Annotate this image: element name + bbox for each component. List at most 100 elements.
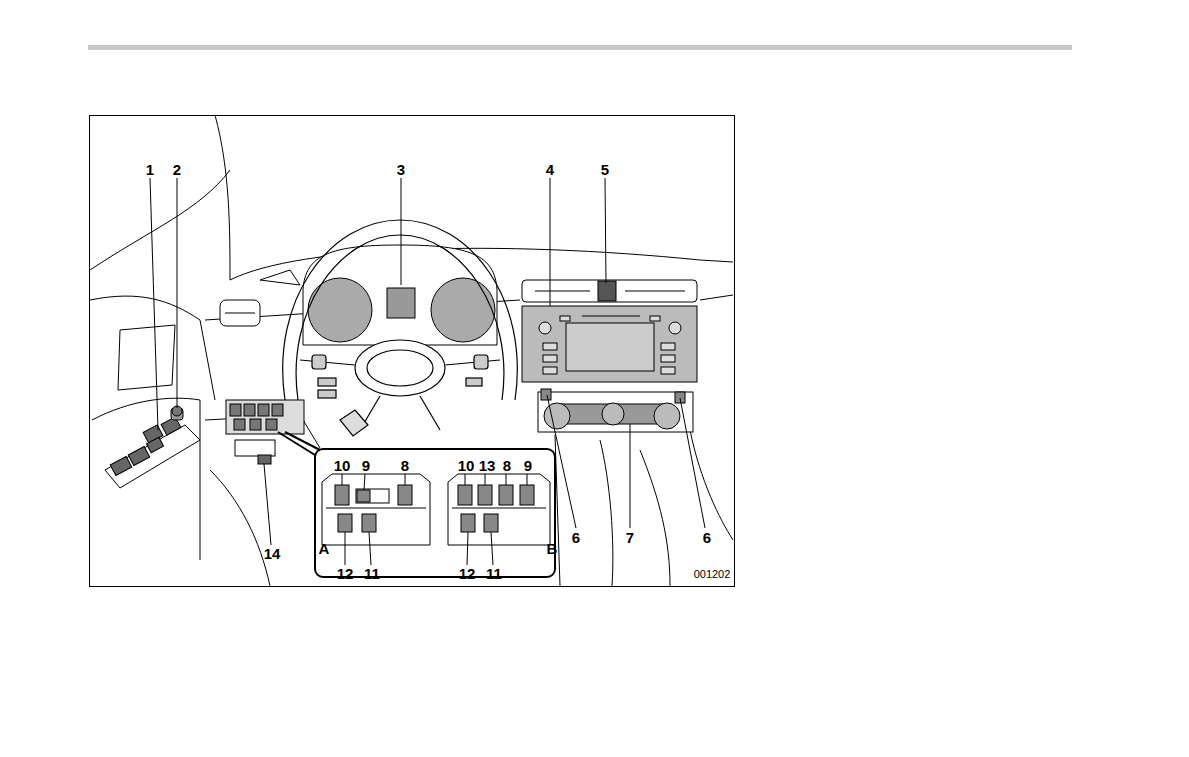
door-window-switches <box>146 437 163 452</box>
callout-number: 5 <box>601 162 609 177</box>
cabin-outline <box>640 450 670 586</box>
inset-switch <box>356 489 389 503</box>
lower-switch-panel <box>230 404 241 416</box>
inset-switch <box>357 490 370 502</box>
cabin-outline <box>118 325 175 390</box>
switch-inset <box>278 432 555 577</box>
leader-line <box>405 474 406 485</box>
callout-number: 4 <box>546 162 554 177</box>
callout-number: 8 <box>401 458 409 473</box>
inset-switch <box>398 485 412 505</box>
callout-number: 6 <box>703 530 711 545</box>
audio-display-unit <box>566 323 654 371</box>
panel-letter: A <box>319 541 330 556</box>
door-window-switches <box>128 446 150 465</box>
callout-number: 3 <box>397 162 405 177</box>
door-window-switches <box>105 425 200 488</box>
leader-line <box>467 532 468 565</box>
panel-letter: B <box>547 541 558 556</box>
callout-number: 8 <box>503 458 511 473</box>
lower-switch-panel <box>272 404 283 416</box>
steering-wheel <box>355 340 445 396</box>
leader-line <box>364 474 365 490</box>
inset-switch <box>338 514 352 532</box>
cabin-outline <box>90 115 733 586</box>
callout-number: 1 <box>146 162 154 177</box>
lower-switch-panel <box>244 404 255 416</box>
climate-panel <box>538 389 693 432</box>
callout-number: 14 <box>264 546 281 561</box>
center-vents <box>522 280 697 302</box>
callout-number: 12 <box>337 566 354 581</box>
steering-wheel <box>300 360 500 365</box>
instrument-cluster <box>387 288 415 318</box>
leader-line <box>630 424 631 528</box>
cabin-outline <box>210 470 270 586</box>
leader-line <box>345 532 346 565</box>
inset-switch <box>499 485 513 505</box>
steering-wheel <box>283 220 518 400</box>
leader-line <box>605 178 606 283</box>
audio-display-unit <box>661 355 675 362</box>
audio-display-unit <box>650 316 660 321</box>
audio-display-unit <box>522 306 697 382</box>
steering-wheel <box>312 355 326 369</box>
steering-wheel <box>340 410 368 436</box>
climate-panel <box>654 403 680 429</box>
audio-display-unit <box>543 367 557 374</box>
steering-wheel <box>296 235 504 400</box>
audio-display-unit <box>543 355 557 362</box>
climate-panel <box>560 404 670 424</box>
callout-number: 12 <box>459 566 476 581</box>
lower-switch-panel <box>235 440 275 456</box>
center-vents <box>625 291 685 292</box>
lower-switch-panel <box>250 419 261 430</box>
climate-panel <box>544 403 570 429</box>
inset-switch <box>520 485 534 505</box>
lower-switch-panel <box>234 419 245 430</box>
steering-wheel <box>318 378 336 386</box>
switch-inset <box>322 474 430 545</box>
leader-line <box>547 395 576 528</box>
lower-switch-panel <box>258 404 269 416</box>
audio-display-unit <box>661 343 675 350</box>
header-rule <box>88 45 1072 50</box>
leader-line <box>491 532 493 565</box>
instrument-cluster <box>303 245 497 345</box>
callout-number: 13 <box>479 458 496 473</box>
callout-number: 9 <box>524 458 532 473</box>
switch-inset <box>326 508 426 509</box>
figure-frame <box>90 116 735 587</box>
door-window-switches <box>105 417 200 488</box>
callout-number: 6 <box>572 530 580 545</box>
leader-line <box>550 178 551 306</box>
audio-display-unit <box>661 367 675 374</box>
side-vent <box>220 300 260 326</box>
cabin-outline <box>90 296 215 400</box>
steering-wheel <box>367 350 433 386</box>
leader-line <box>369 532 371 565</box>
climate-panel <box>602 403 624 425</box>
callout-number: 2 <box>173 162 181 177</box>
leader-line <box>485 474 486 485</box>
lower-switch-panel <box>226 400 304 456</box>
inset-switch <box>458 485 472 505</box>
callout-number: 10 <box>458 458 475 473</box>
inset-switch <box>461 514 475 532</box>
steering-wheel <box>466 378 482 386</box>
steering-wheel <box>360 396 440 430</box>
switch-inset <box>448 474 550 545</box>
cabin-outline <box>215 115 230 280</box>
leader-line <box>401 178 402 285</box>
leader-line <box>150 178 705 565</box>
leader-line <box>150 178 158 430</box>
instrument-cluster <box>431 278 495 342</box>
inset-switch <box>335 485 349 505</box>
lower-switch-panel <box>226 400 304 434</box>
callout-number: 11 <box>486 566 502 581</box>
audio-display-unit <box>669 322 681 334</box>
climate-panel <box>675 392 685 403</box>
climate-panel <box>538 392 693 432</box>
